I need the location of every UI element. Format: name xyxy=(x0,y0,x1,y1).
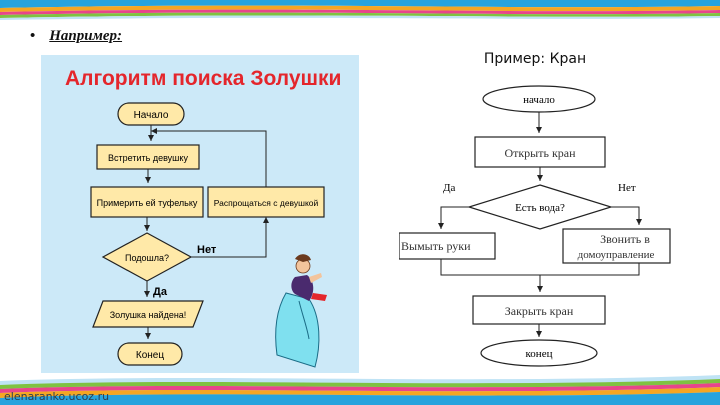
tap-start-label: начало xyxy=(523,94,555,106)
yes-label: Да xyxy=(153,286,168,298)
tap-end-label: конец xyxy=(526,348,553,360)
call-management-box xyxy=(562,228,671,264)
found-label: Золушка найдена! xyxy=(110,310,187,320)
water-decision-diamond xyxy=(466,184,614,230)
decorative-top-stripes xyxy=(0,0,720,20)
meet-label: Встретить девушку xyxy=(108,153,188,163)
tap-flowchart: Пример: Кран начало Открыть кран Есть во… xyxy=(398,51,671,367)
wash-hands-box xyxy=(398,232,496,260)
cinderella-title: Алгоритм поиска Золушки xyxy=(65,67,341,90)
example-heading-text: Например: xyxy=(49,28,123,44)
tap-title: Пример: Кран xyxy=(484,51,586,67)
meet-box xyxy=(96,144,200,170)
start-label: Начало xyxy=(134,110,169,121)
tap-yes-label: Да xyxy=(443,182,456,194)
no-label: Нет xyxy=(197,244,217,256)
open-tap-label: Открыть кран xyxy=(504,146,576,160)
found-box xyxy=(92,300,204,328)
try-on-label: Примерить ей туфельку xyxy=(97,198,198,208)
farewell-label: Распрощаться с девушкой xyxy=(214,198,319,208)
example-heading: • Например: xyxy=(30,28,122,45)
open-tap-box xyxy=(474,136,606,168)
footer-url: elenaranko.ucoz.ru xyxy=(4,390,110,403)
call-management-label-1: Звонить в xyxy=(600,232,650,246)
cinderella-flowchart: Алгоритм поиска Золушки Начало Встретить… xyxy=(65,67,341,368)
tap-no-label: Нет xyxy=(618,182,636,194)
cinderella-flowchart-panel: Алгоритм поиска Золушки Начало Встретить… xyxy=(41,55,359,373)
bullet-symbol: • xyxy=(30,28,36,44)
prince-illustration xyxy=(275,254,327,368)
end-box xyxy=(117,342,183,366)
close-tap-label: Закрыть кран xyxy=(505,304,574,318)
close-tap-box xyxy=(472,295,606,325)
end-label: Конец xyxy=(136,350,164,361)
decorative-bottom-stripes xyxy=(0,375,720,405)
water-decision-label: Есть вода? xyxy=(515,202,565,214)
decision-label: Подошла? xyxy=(125,253,169,263)
call-management-label-2: домоуправление xyxy=(578,249,655,261)
tap-flowchart-panel: Пример: Кран начало Открыть кран Есть во… xyxy=(398,45,672,372)
tap-end-ellipse xyxy=(480,339,598,367)
wash-hands-label: Вымыть руки xyxy=(401,239,471,253)
